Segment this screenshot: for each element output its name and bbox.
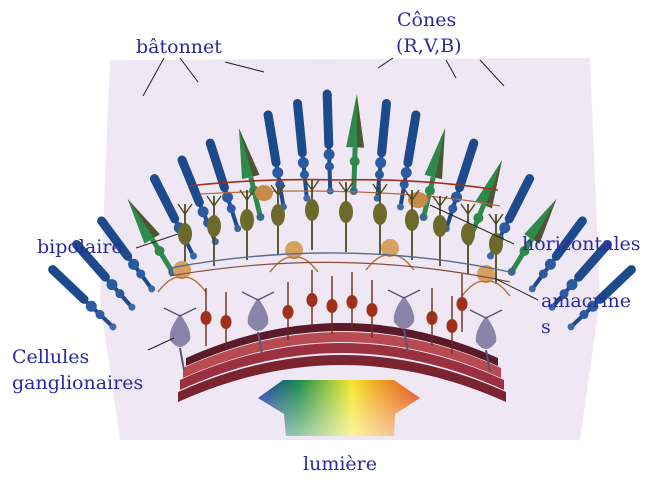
- rod-nucleus: [198, 206, 209, 217]
- bipolar-soma: [271, 204, 285, 226]
- cone-nucleus: [154, 246, 164, 256]
- rod-nucleus-2: [325, 162, 334, 171]
- horizontal-cell-body: [255, 185, 273, 201]
- cone-pedicle: [420, 213, 428, 221]
- bipolar-soma: [339, 201, 353, 223]
- rod-spherule: [128, 304, 135, 311]
- amacrine-soma: [285, 241, 303, 259]
- rod-nucleus: [324, 149, 335, 160]
- rod-nucleus-2: [448, 204, 457, 213]
- bipolar-soma: [461, 223, 475, 245]
- rod-outer-segment: [327, 94, 329, 144]
- label-amacrines-1: amacrine: [541, 290, 631, 312]
- cone-nucleus: [473, 213, 483, 223]
- label-cones-title: Cônes: [397, 9, 456, 31]
- red-interneuron-soma: [201, 311, 212, 325]
- label-ganglion-2: ganglionaires: [12, 372, 143, 394]
- rod-nucleus-2: [227, 204, 236, 213]
- label-cones-rvb: (R,V,B): [396, 35, 462, 57]
- label-horizontales: horizontales: [522, 233, 641, 255]
- bipolar-soma: [433, 215, 447, 237]
- red-interneuron-soma: [447, 319, 458, 333]
- label-ganglion-1: Cellules: [12, 346, 89, 368]
- rod-outer-segment: [53, 270, 84, 300]
- rod-outer-segment: [298, 104, 303, 153]
- red-interneuron-soma: [457, 297, 468, 311]
- bipolar-soma: [240, 209, 254, 231]
- rod-spherule: [148, 285, 155, 292]
- rod-outer-segment: [382, 104, 387, 153]
- rod-spherule: [212, 238, 219, 245]
- bipolar-soma: [207, 215, 221, 237]
- rod-nucleus-2: [539, 269, 548, 278]
- bipolar-soma: [373, 203, 387, 225]
- red-interneuron-soma: [427, 311, 438, 325]
- horizontal-cell-body: [408, 192, 428, 208]
- rod-nucleus: [86, 301, 97, 312]
- rod-spherule: [529, 285, 536, 292]
- red-interneuron-soma: [283, 305, 294, 319]
- label-lumiere: lumière: [303, 453, 377, 475]
- cone-pedicle: [350, 187, 358, 195]
- rod-nucleus: [451, 192, 462, 203]
- label-amacrines-2: s: [541, 316, 551, 338]
- rod-nucleus: [545, 259, 556, 270]
- rod-nucleus-2: [95, 310, 104, 319]
- rod-nucleus: [106, 279, 117, 290]
- rod-nucleus: [401, 167, 412, 178]
- amacrine-soma: [173, 261, 191, 279]
- rod-spherule: [109, 323, 116, 330]
- cone-pedicle: [256, 213, 264, 221]
- rod-nucleus: [128, 259, 139, 270]
- bipolar-soma: [305, 199, 319, 221]
- rod-spherule: [190, 253, 197, 260]
- cone-inner-segment: [354, 147, 355, 191]
- rod-spherule: [234, 225, 241, 232]
- bipolar-soma: [489, 233, 503, 255]
- red-interneuron-soma: [347, 295, 358, 309]
- cone-nucleus: [425, 186, 435, 196]
- rod-nucleus: [375, 157, 386, 168]
- rod-nucleus-2: [300, 170, 309, 179]
- rod-nucleus: [499, 222, 510, 233]
- red-interneuron-soma: [221, 315, 232, 329]
- rod-nucleus-2: [115, 289, 124, 298]
- rod-nucleus: [298, 157, 309, 168]
- red-interneuron-soma: [367, 303, 378, 317]
- label-batonnet: bâtonnet: [136, 36, 222, 58]
- rod-nucleus: [272, 167, 283, 178]
- rod-nucleus: [567, 279, 578, 290]
- label-bipolaire: bipolaire: [37, 236, 123, 258]
- rod-nucleus-2: [136, 269, 145, 278]
- red-interneuron-soma: [307, 293, 318, 307]
- rod-spherule: [397, 203, 404, 210]
- red-interneuron-soma: [327, 299, 338, 313]
- bipolar-soma: [405, 209, 419, 231]
- rod-nucleus-2: [375, 170, 384, 179]
- bipolar-soma: [178, 223, 192, 245]
- rod-spherule: [568, 323, 575, 330]
- cone-nucleus: [350, 156, 360, 166]
